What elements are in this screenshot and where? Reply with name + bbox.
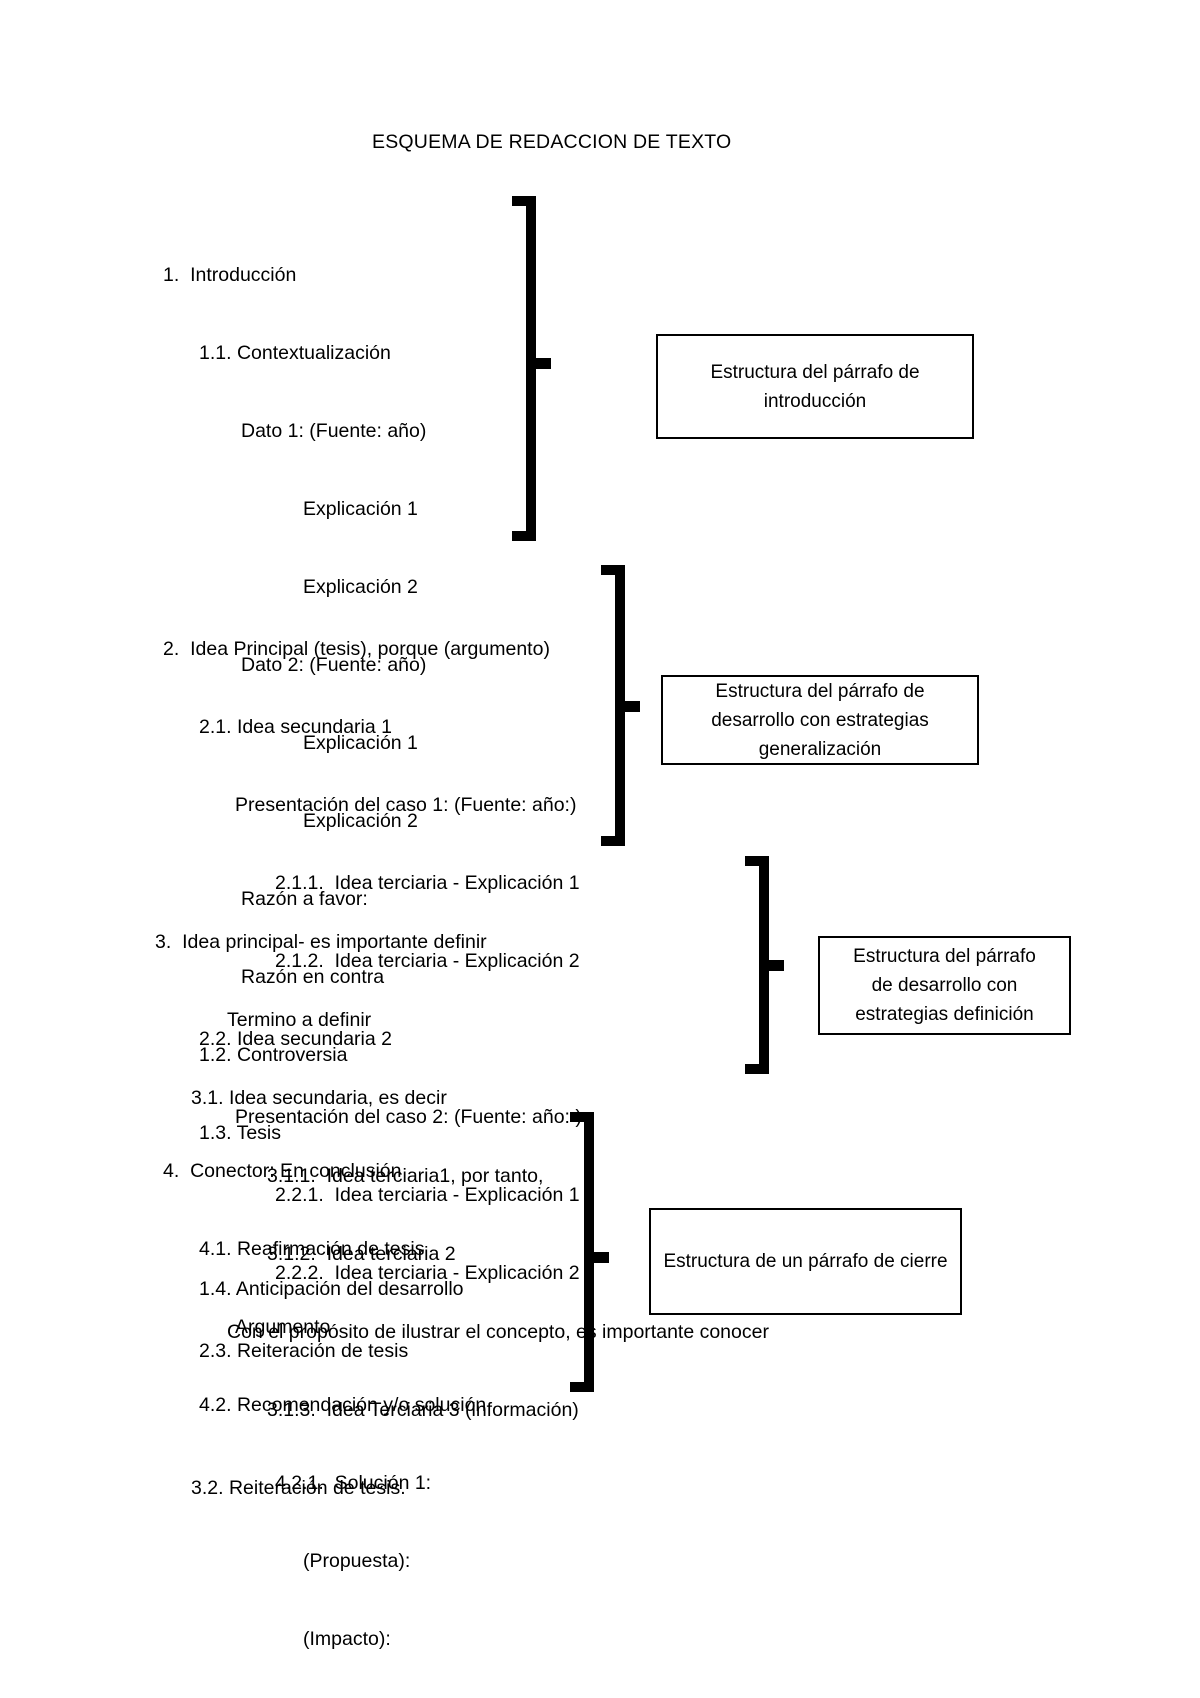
outline-line: 4. Conector: En conclusión — [163, 1160, 402, 1182]
bracket-arm-bottom — [601, 836, 625, 846]
callout-line: introducción — [763, 390, 867, 412]
bracket-arm-top — [512, 196, 536, 206]
outline-line: 3.1.1. Idea terciaria1, por tanto, — [267, 1165, 544, 1187]
callout-desarrollo-generalizacion: Estructura del párrafo de desarrollo con… — [661, 675, 979, 765]
bracket-section-1 — [512, 196, 551, 541]
outline-line: 2.2.2. Idea terciaria - Explicación 2 — [275, 1262, 580, 1284]
outline-line: 2.3. Reiteración de tesis — [199, 1340, 409, 1362]
outline-line: 4.2.1. Solución 1: — [275, 1472, 432, 1494]
bracket-spine — [759, 856, 769, 1074]
bracket-arm-top — [745, 856, 769, 866]
outline-line: Presentación del caso 1: (Fuente: año:) — [235, 794, 577, 816]
outline-line: 4.1. Reafirmación de tesis — [199, 1238, 425, 1260]
outline-section-1: 1. Introducción 1.1. Contextualización D… — [163, 210, 464, 1354]
page-title: ESQUEMA DE REDACCION DE TEXTO — [372, 131, 732, 153]
bracket-spine — [584, 1112, 594, 1392]
bracket-nub — [625, 701, 640, 712]
bracket-nub — [536, 358, 551, 369]
callout-cierre: Estructura de un párrafo de cierre — [649, 1208, 962, 1315]
outline-line: Con el propósito de ilustrar el concepto… — [227, 1321, 769, 1343]
bracket-arm-top — [601, 565, 625, 575]
outline-line: 1.4. Anticipación del desarrollo — [199, 1278, 464, 1300]
bracket-arm-top — [570, 1112, 594, 1122]
outline-line: Argumento — [235, 1316, 331, 1338]
outline-line: Explicación 1 — [303, 498, 418, 520]
outline-section-4: 4. Conector: En conclusión 4.1. Reafirma… — [163, 1106, 486, 1698]
outline-line: 4.2. Recomendación y/o solución — [199, 1394, 487, 1416]
bracket-arm-bottom — [512, 531, 536, 541]
bracket-spine — [526, 196, 536, 541]
outline-line: Dato 2: (Fuente: año) — [241, 654, 427, 676]
callout-line: generalización — [758, 738, 882, 760]
bracket-arm-bottom — [570, 1382, 594, 1392]
bracket-section-2 — [601, 565, 640, 846]
outline-line: (Impacto): — [303, 1628, 391, 1650]
outline-line: 1. Introducción — [163, 264, 297, 286]
outline-line: 2.1.2. Idea terciaria - Explicación 2 — [275, 950, 580, 972]
outline-section-3: 3. Idea principal- es importante definir… — [155, 877, 769, 1553]
outline-line: Explicación 2 — [303, 810, 418, 832]
outline-line: Explicación 2 — [303, 576, 418, 598]
outline-line: 1.3. Tesis — [199, 1122, 282, 1144]
outline-line: (Propuesta): — [303, 1550, 411, 1572]
outline-line: 3.1. Idea secundaria, es decir — [191, 1087, 447, 1109]
outline-line: Razón a favor: — [241, 888, 368, 910]
bracket-nub — [594, 1252, 609, 1263]
outline-line: 3. Idea principal- es importante definir — [155, 931, 487, 953]
outline-line: 2.1.1. Idea terciaria - Explicación 1 — [275, 872, 580, 894]
callout-line: desarrollo con estrategias — [711, 709, 929, 731]
outline-line: 1.2. Controversia — [199, 1044, 348, 1066]
outline-line: Presentación del caso 2: (Fuente: año: ) — [235, 1106, 582, 1128]
callout-desarrollo-definicion: Estructura del párrafo de desarrollo con… — [818, 936, 1071, 1035]
bracket-section-3 — [745, 856, 784, 1074]
outline-section-2: 2. Idea Principal (tesis), porque (argum… — [163, 584, 582, 1416]
callout-line: estrategias definición — [855, 1004, 1034, 1025]
callout-line: Estructura del párrafo de — [715, 680, 925, 702]
outline-line: Razón en contra — [241, 966, 385, 988]
callout-line: Estructura del párrafo — [853, 946, 1036, 967]
bracket-nub — [769, 960, 784, 971]
outline-line: 1.1. Contextualización — [199, 342, 391, 364]
outline-line: 3.1.2. Idea terciaria 2 — [267, 1243, 456, 1265]
outline-line: 3.2. Reiteración de tesis. — [191, 1477, 406, 1499]
callout-line: Estructura del párrafo de — [710, 361, 920, 383]
outline-line: 3.1.3. Idea Terciaria 3 (información) — [267, 1399, 579, 1421]
bracket-arm-bottom — [745, 1064, 769, 1074]
bracket-spine — [615, 565, 625, 846]
outline-line: 2. Idea Principal (tesis), porque (argum… — [163, 638, 550, 660]
bracket-section-4 — [570, 1112, 609, 1392]
outline-line: Explicación 1 — [303, 732, 418, 754]
outline-line: 2.2.1. Idea terciaria - Explicación 1 — [275, 1184, 580, 1206]
callout-line: Estructura de un párrafo de cierre — [663, 1251, 948, 1272]
outline-line: 2.2. Idea secundaria 2 — [199, 1028, 392, 1050]
outline-line: Termino a definir — [227, 1009, 372, 1031]
callout-line: de desarrollo con — [871, 975, 1018, 996]
callout-introduccion: Estructura del párrafo de introducción — [656, 334, 974, 439]
outline-line: 2.1. Idea secundaria 1 — [199, 716, 392, 738]
outline-line: Dato 1: (Fuente: año) — [241, 420, 427, 442]
